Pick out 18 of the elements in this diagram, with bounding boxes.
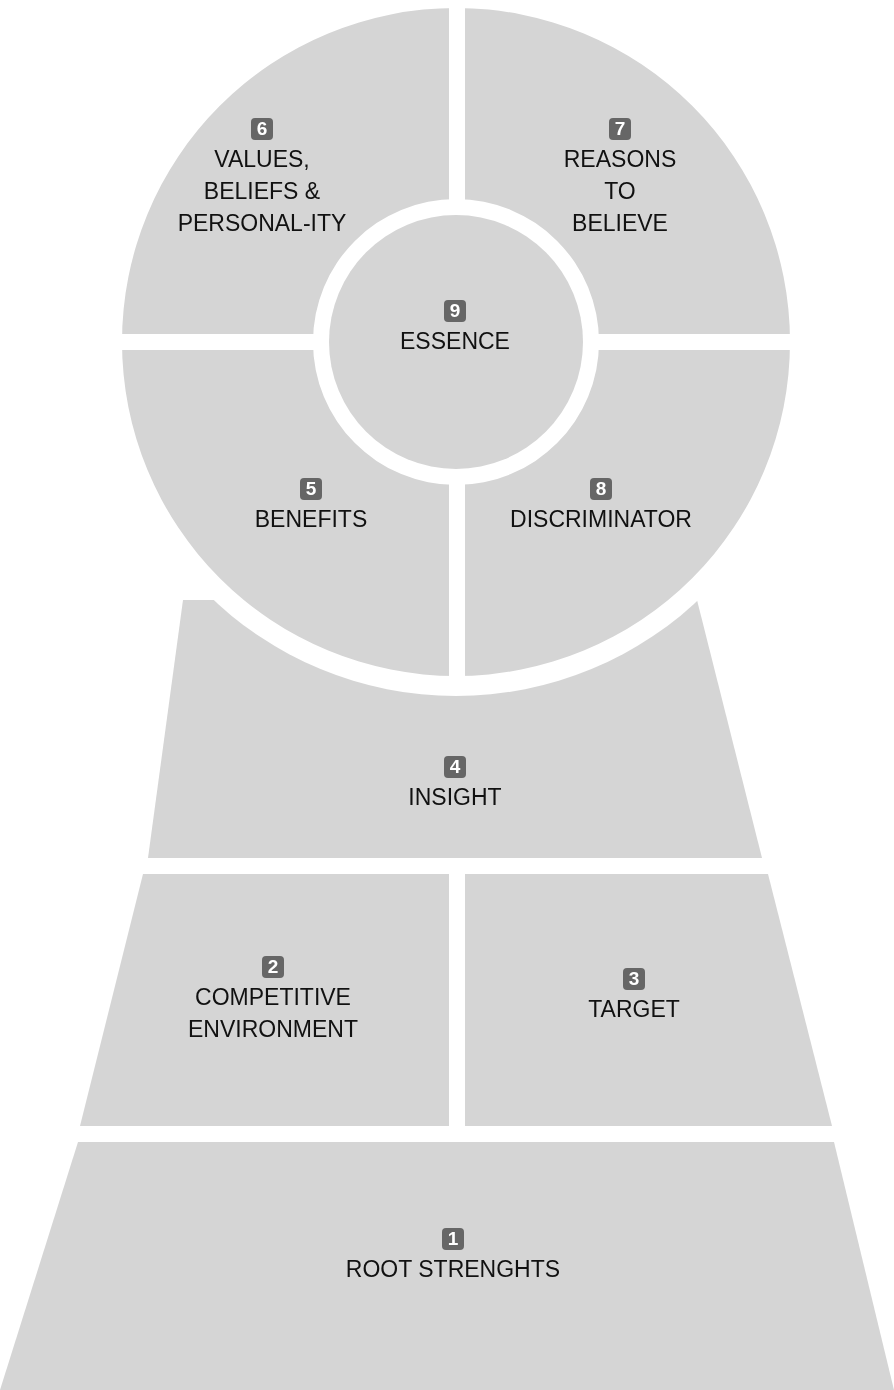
segment-number: 4: [443, 756, 467, 778]
segment-number: 2: [261, 956, 285, 978]
segment-label: COMPETITIVE ENVIRONMENT: [187, 983, 359, 1044]
segment-label: REASONS TO BELIEVE: [562, 145, 678, 238]
segment-number: 8: [589, 478, 613, 500]
segment-number: 1: [441, 1228, 465, 1250]
segment-label: ESSENCE: [400, 327, 510, 356]
segment-label: VALUES, BELIEFS & PERSONAL-ITY: [177, 145, 347, 238]
segment-number: 5: [299, 478, 323, 500]
segment-number: 7: [608, 118, 632, 140]
segment-number: 9: [443, 300, 467, 322]
segment-label: BENEFITS: [254, 505, 368, 534]
segment-label: INSIGHT: [408, 783, 502, 812]
segment-label: DISCRIMINATOR: [510, 505, 692, 534]
segment-number: 6: [250, 118, 274, 140]
segment-label: TARGET: [588, 995, 680, 1024]
segment-label: ROOT STRENGHTS: [345, 1255, 561, 1284]
segment-number: 3: [622, 968, 646, 990]
